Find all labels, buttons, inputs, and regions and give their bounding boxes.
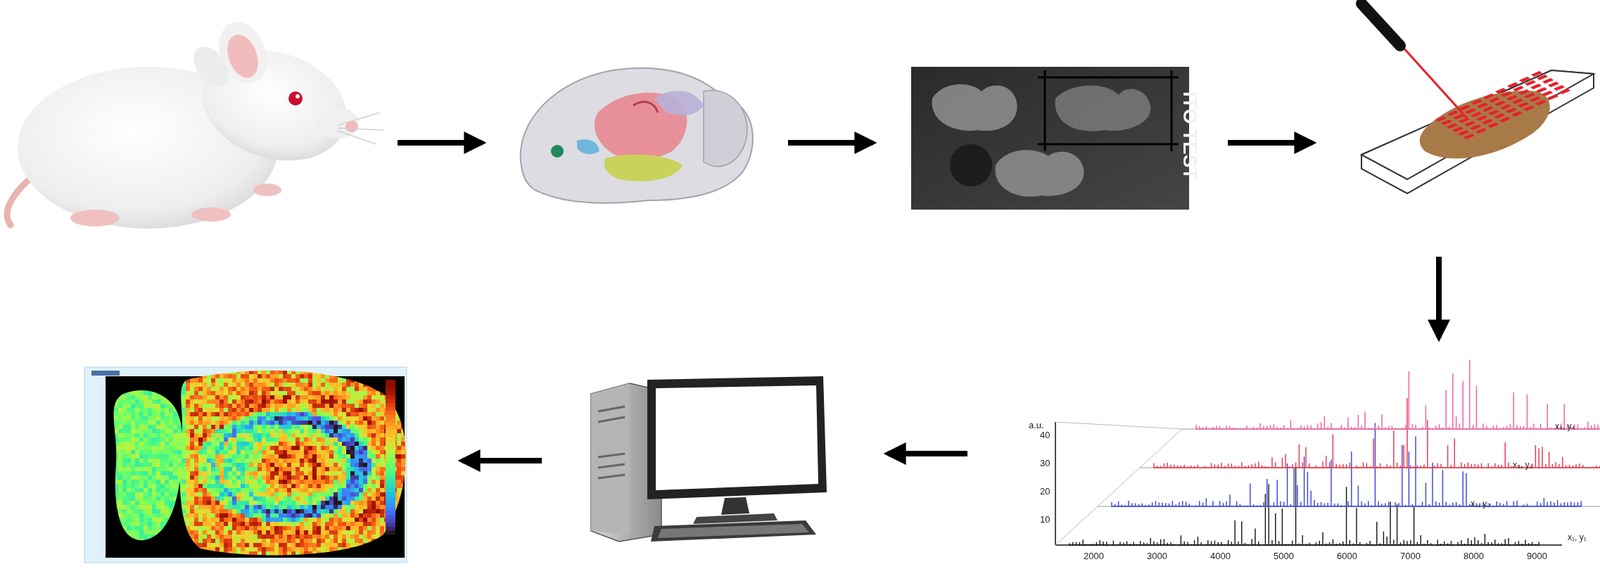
rat-illustration: [7, 15, 384, 229]
axis-label: 2000: [1083, 551, 1104, 561]
axis-label: 7000: [1400, 551, 1421, 561]
slide-label: ITO TEST: [1179, 91, 1200, 181]
axis-label: 3000: [1146, 551, 1168, 561]
axis-label: x₃, y₃: [1512, 460, 1533, 470]
axis-label: 20: [1039, 486, 1050, 497]
axis-label: 40: [1039, 430, 1050, 440]
axis-label: 6000: [1336, 551, 1358, 561]
axis-label: 10: [1039, 515, 1050, 525]
laser-desorption: [1361, 3, 1594, 194]
computer-illustration: [591, 376, 827, 542]
axis-label: 4000: [1210, 551, 1231, 561]
axis-label: x₂, y₂: [1470, 499, 1491, 509]
brain-3d-model: [520, 68, 753, 204]
axis-label: a.u.: [1028, 420, 1045, 430]
axis-label: x₁, y₁: [1567, 533, 1587, 542]
axis-label: 9000: [1526, 551, 1548, 561]
axis-label: x₄, y₄: [1554, 422, 1575, 431]
ion-image: [84, 365, 418, 565]
tissue-slide: [911, 66, 1190, 210]
axis-label: 30: [1039, 458, 1050, 468]
axis-label: 8000: [1463, 551, 1484, 561]
axis-label: 5000: [1273, 551, 1294, 561]
mass-spectra: [1055, 360, 1600, 546]
